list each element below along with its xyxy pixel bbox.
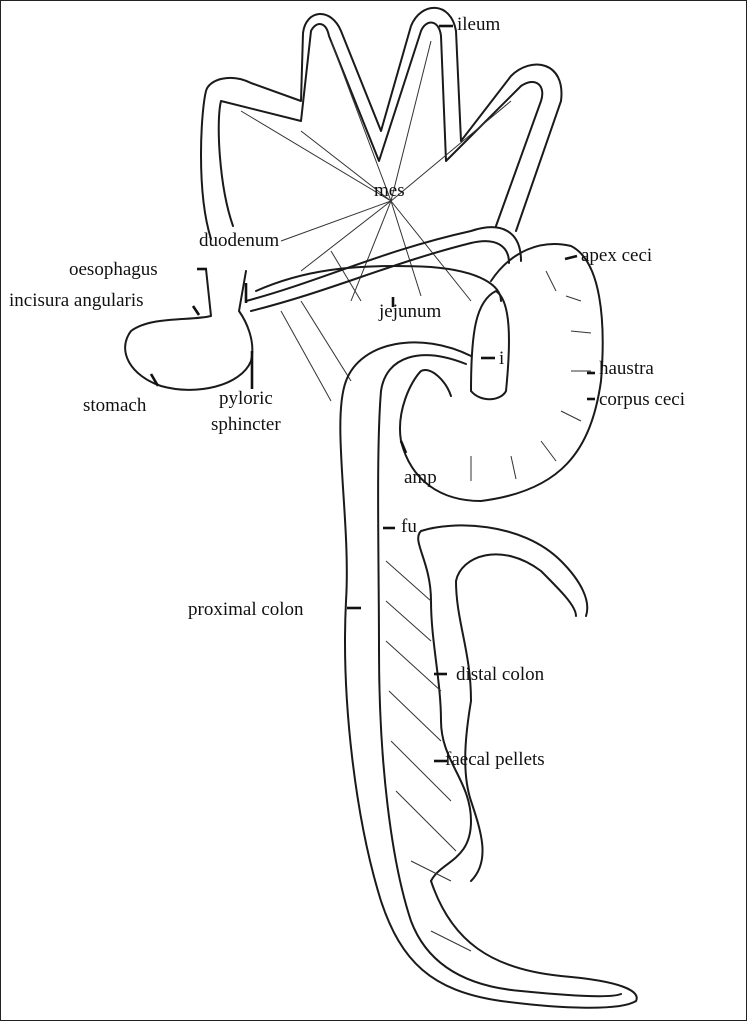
label-pyloric: pyloric bbox=[219, 389, 273, 408]
label-i: i bbox=[499, 349, 504, 368]
cecum-outline bbox=[400, 244, 603, 501]
label-stomach: stomach bbox=[83, 396, 146, 415]
label-duodenum: duodenum bbox=[199, 231, 279, 250]
label-mes: mes bbox=[374, 181, 405, 200]
label-proximal-colon: proximal colon bbox=[188, 600, 304, 619]
label-faecal-pellets: faecal pellets bbox=[445, 750, 545, 769]
label-oesophagus: oesophagus bbox=[69, 260, 158, 279]
label-jejunum: jejunum bbox=[379, 302, 441, 321]
label-ileum: ileum bbox=[457, 15, 500, 34]
label-haustra: haustra bbox=[599, 359, 654, 378]
distal-colon-outer bbox=[418, 525, 587, 881]
stomach-outline bbox=[125, 269, 252, 390]
label-amp: amp bbox=[404, 468, 437, 487]
label-corpus-ceci: corpus ceci bbox=[599, 390, 685, 409]
label-fu: fu bbox=[401, 517, 417, 536]
label-incisura-angularis: incisura angularis bbox=[9, 291, 144, 310]
label-sphincter: sphincter bbox=[211, 415, 281, 434]
distal-colon-inner bbox=[456, 554, 576, 881]
cecum-haustra-lines bbox=[471, 271, 591, 481]
cecum-inner bbox=[471, 291, 509, 399]
label-apex-ceci: apex ceci bbox=[581, 246, 652, 265]
label-distal-colon: distal colon bbox=[456, 665, 544, 684]
